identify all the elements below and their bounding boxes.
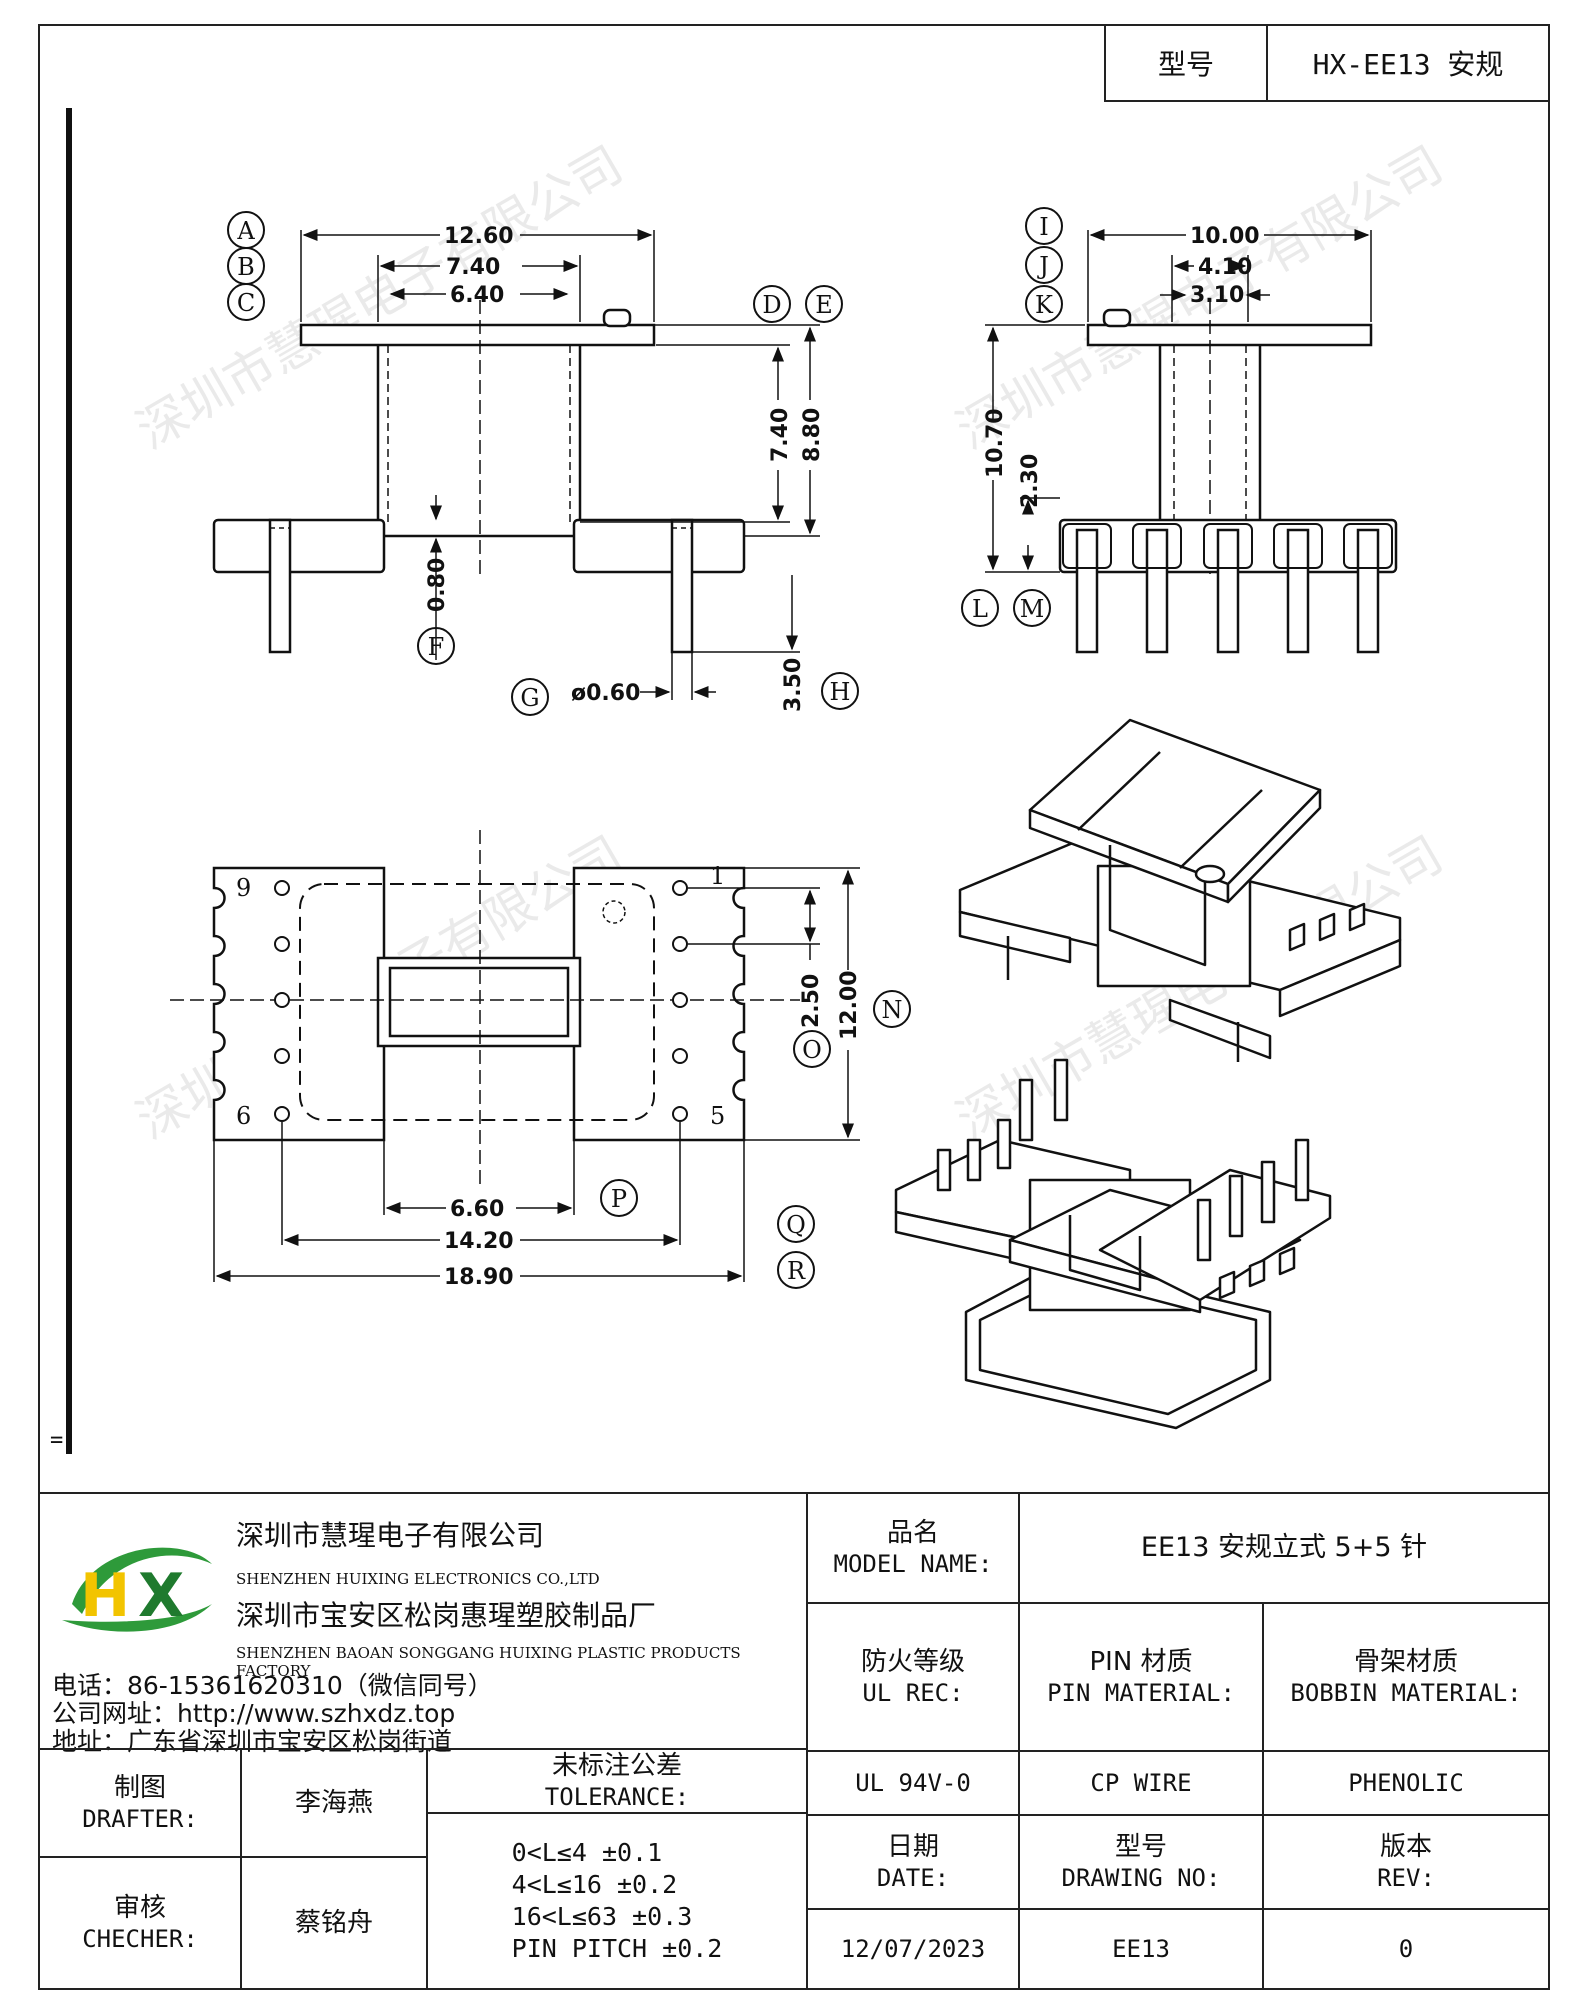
company-phone: 电话：86-15361620310（微信同号）	[52, 1671, 493, 1700]
date-value: 12/07/2023	[806, 1908, 1020, 1990]
svg-text:9: 9	[236, 874, 251, 902]
svg-text:3.50: 3.50	[781, 658, 806, 712]
svg-text:J: J	[1036, 252, 1049, 280]
svg-text:3.10: 3.10	[1190, 283, 1244, 308]
drawing-no-value: EE13	[1018, 1908, 1264, 1990]
svg-text:12.60: 12.60	[444, 224, 514, 249]
svg-text:7.40: 7.40	[446, 255, 500, 280]
svg-text:18.90: 18.90	[444, 1265, 514, 1290]
svg-text:1: 1	[710, 862, 725, 890]
date-label: 日期 DATE:	[806, 1814, 1020, 1910]
factory-name-en: SHENZHEN BAOAN SONGGANG HUIXING PLASTIC …	[236, 1644, 741, 1680]
svg-text:X: X	[138, 1561, 184, 1631]
ul-rec-label: 防火等级 UL REC:	[806, 1602, 1020, 1752]
pin-material-value: CP WIRE	[1018, 1750, 1264, 1816]
drawing-no-label: 型号 DRAWING NO:	[1018, 1814, 1264, 1910]
pin-material-label: PIN 材质 PIN MATERIAL:	[1018, 1602, 1264, 1752]
company-website: 公司网址：http://www.szhxdz.top	[52, 1699, 456, 1728]
factory-name-cn: 深圳市宝安区松岗惠瑆塑胶制品厂	[236, 1599, 657, 1632]
reference-bubble-letters: A B C D E F G H I J K L M N O P Q R	[236, 213, 1054, 1285]
tolerance-table: 0<L≤4 ±0.1 4<L≤16 ±0.2 16<L≤63 ±0.3 PIN …	[426, 1812, 808, 1990]
isometric-view-bottom	[894, 1058, 1332, 1430]
tolerance-row: 4<L≤16 ±0.2	[511, 1870, 678, 1899]
svg-text:12.00: 12.00	[837, 970, 862, 1040]
company-info: H X 深圳市慧瑆电子有限公司 SHENZHEN HUIXING ELECTRO…	[38, 1492, 808, 1756]
technical-drawing: 深圳市慧瑆电子有限公司 深圳市慧瑆电子有限公司 深圳市慧瑆电子有限公司 深圳市慧…	[127, 135, 1452, 1430]
svg-text:D: D	[762, 291, 781, 319]
bottom-view-labels: 9 1 6 5 2.50 12.00 6.60 14.20 18.90	[236, 862, 862, 1290]
svg-text:A: A	[236, 217, 255, 245]
ul-value: UL 94V-0	[806, 1750, 1020, 1816]
svg-text:B: B	[237, 253, 255, 281]
front-view-dims: 12.60 7.40 6.40 7.40 8.80 0.80 ø0.60 3.5…	[425, 224, 825, 712]
model-name-label: 品名 MODEL NAME:	[806, 1492, 1020, 1604]
drafter-name: 李海燕	[240, 1748, 428, 1858]
svg-text:L: L	[972, 595, 988, 623]
svg-text:Q: Q	[786, 1211, 806, 1239]
svg-text:P: P	[611, 1185, 627, 1213]
tolerance-row: PIN PITCH ±0.2	[511, 1934, 723, 1963]
company-name-cn: 深圳市慧瑆电子有限公司	[236, 1519, 545, 1552]
side-view	[985, 229, 1398, 654]
svg-text:2.30: 2.30	[1018, 454, 1043, 508]
title-block: H X 深圳市慧瑆电子有限公司 SHENZHEN HUIXING ELECTRO…	[38, 1492, 1550, 1990]
svg-text:6.60: 6.60	[450, 1197, 504, 1222]
svg-text:N: N	[882, 996, 903, 1024]
svg-text:8.80: 8.80	[800, 408, 825, 462]
svg-text:O: O	[802, 1036, 822, 1064]
model-box: 型号 HX-EE13 安规	[1104, 24, 1550, 102]
tolerance-row: 0<L≤4 ±0.1	[511, 1838, 663, 1867]
svg-text:6.40: 6.40	[450, 283, 504, 308]
tolerance-row: 16<L≤63 ±0.3	[511, 1902, 693, 1931]
svg-text:M: M	[1020, 595, 1045, 623]
svg-text:7.40: 7.40	[768, 408, 793, 462]
bobbin-material-value: PHENOLIC	[1262, 1750, 1550, 1816]
svg-text:5: 5	[710, 1102, 725, 1130]
svg-text:深圳市慧瑆电子有限公司: 深圳市慧瑆电子有限公司	[127, 135, 632, 460]
svg-text:14.20: 14.20	[444, 1229, 514, 1254]
tolerance-label: 未标注公差 TOLERANCE:	[426, 1748, 808, 1814]
rev-value: 0	[1262, 1908, 1550, 1990]
svg-text:E: E	[815, 291, 833, 319]
rev-label: 版本 REV:	[1262, 1814, 1550, 1910]
svg-text:G: G	[520, 684, 539, 712]
model-value: HX-EE13 安规	[1312, 48, 1504, 81]
svg-text:4.10: 4.10	[1198, 255, 1252, 280]
svg-text:0.80: 0.80	[425, 558, 450, 612]
svg-text:ø0.60: ø0.60	[571, 681, 640, 706]
front-view	[212, 229, 820, 700]
svg-text:H: H	[830, 678, 851, 706]
bottom-view	[170, 830, 860, 1282]
checker-label: 审核 CHECHER:	[38, 1856, 242, 1990]
left-margin-bar	[66, 108, 72, 1454]
equal-mark: =	[50, 1428, 64, 1453]
drafter-label: 制图 DRAFTER:	[38, 1748, 242, 1858]
model-name-value: EE13 安规立式 5+5 针	[1018, 1492, 1550, 1604]
company-logo: H X	[62, 1547, 212, 1632]
svg-text:K: K	[1035, 291, 1054, 319]
side-view-dims: 10.00 4.10 3.10 10.70 2.30	[983, 224, 1260, 508]
reference-bubbles	[227, 207, 1063, 1289]
svg-text:C: C	[237, 289, 255, 317]
svg-text:H: H	[80, 1561, 130, 1631]
company-address: 地址：广东省深圳市宝安区松岗街道	[52, 1727, 453, 1756]
svg-text:10.70: 10.70	[983, 408, 1008, 478]
checker-name: 蔡铭舟	[240, 1856, 428, 1990]
bobbin-material-label: 骨架材质 BOBBIN MATERIAL:	[1262, 1602, 1550, 1752]
svg-text:F: F	[428, 633, 445, 661]
svg-text:6: 6	[236, 1102, 251, 1130]
svg-text:10.00: 10.00	[1190, 224, 1260, 249]
svg-text:2.50: 2.50	[799, 974, 824, 1028]
svg-text:I: I	[1039, 213, 1048, 241]
svg-text:R: R	[787, 1257, 806, 1285]
company-name-en: SHENZHEN HUIXING ELECTRONICS CO.,LTD	[236, 1570, 600, 1588]
model-label: 型号	[1106, 26, 1268, 100]
isometric-view-top	[958, 718, 1402, 1062]
